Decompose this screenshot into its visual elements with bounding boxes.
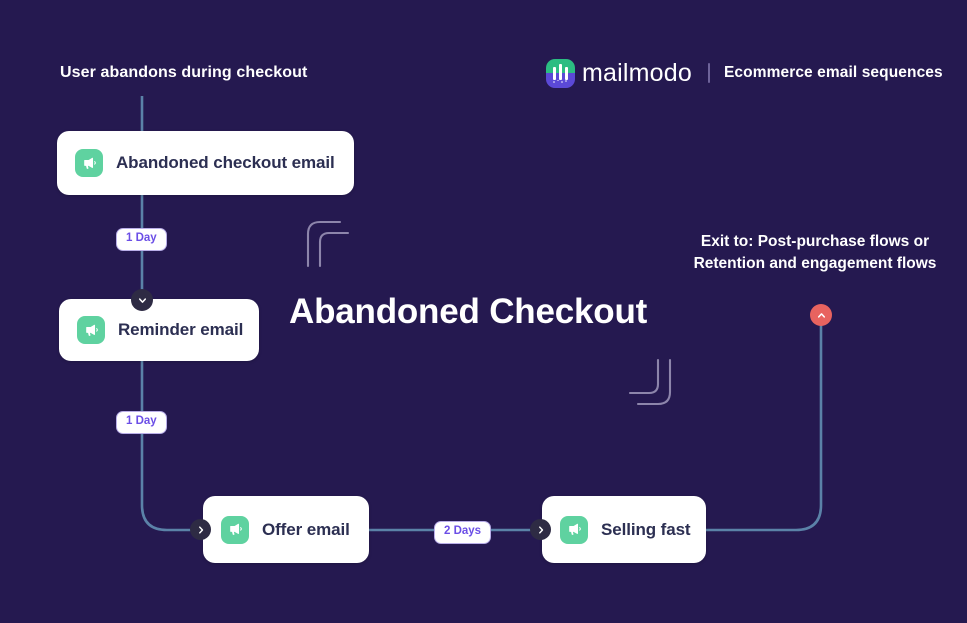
node-card-selling-fast[interactable]: Selling fast bbox=[542, 496, 706, 563]
brand-header: mailmodo Ecommerce email sequences bbox=[546, 58, 943, 88]
chevron-right-icon-offer[interactable] bbox=[190, 519, 211, 540]
megaphone-icon bbox=[75, 149, 103, 177]
node-card-offer-email[interactable]: Offer email bbox=[203, 496, 369, 563]
brand-wordmark: mailmodo bbox=[582, 58, 692, 87]
decorative-corner-bottom-right-icon bbox=[628, 358, 672, 406]
chevron-down-icon[interactable] bbox=[131, 289, 153, 311]
trigger-label: User abandons during checkout bbox=[60, 64, 308, 81]
node-card-reminder-email[interactable]: Reminder email bbox=[59, 299, 259, 361]
node-card-abandoned-checkout-email[interactable]: Abandoned checkout email bbox=[57, 131, 354, 195]
brand-divider bbox=[707, 63, 710, 83]
megaphone-icon bbox=[77, 316, 105, 344]
exit-label: Exit to: Post-purchase flows or Retentio… bbox=[693, 233, 937, 272]
mailmodo-logo-icon bbox=[546, 58, 575, 88]
chevron-up-icon-exit[interactable] bbox=[810, 304, 832, 326]
page-title: Abandoned Checkout bbox=[289, 292, 648, 331]
delay-pill-3[interactable]: 2 Days bbox=[434, 521, 492, 544]
node-label: Selling fast bbox=[601, 519, 691, 539]
delay-pill-2[interactable]: 1 Day bbox=[116, 411, 167, 434]
node-label: Reminder email bbox=[118, 320, 244, 339]
node-label: Offer email bbox=[262, 519, 350, 539]
chevron-right-icon-selling[interactable] bbox=[530, 519, 551, 540]
megaphone-icon bbox=[221, 515, 249, 544]
megaphone-icon bbox=[560, 515, 588, 544]
brand-tagline: Ecommerce email sequences bbox=[723, 64, 943, 81]
delay-pill-1[interactable]: 1 Day bbox=[116, 228, 167, 251]
decorative-corner-top-right-icon bbox=[306, 220, 350, 268]
node-label: Abandoned checkout email bbox=[116, 153, 335, 172]
